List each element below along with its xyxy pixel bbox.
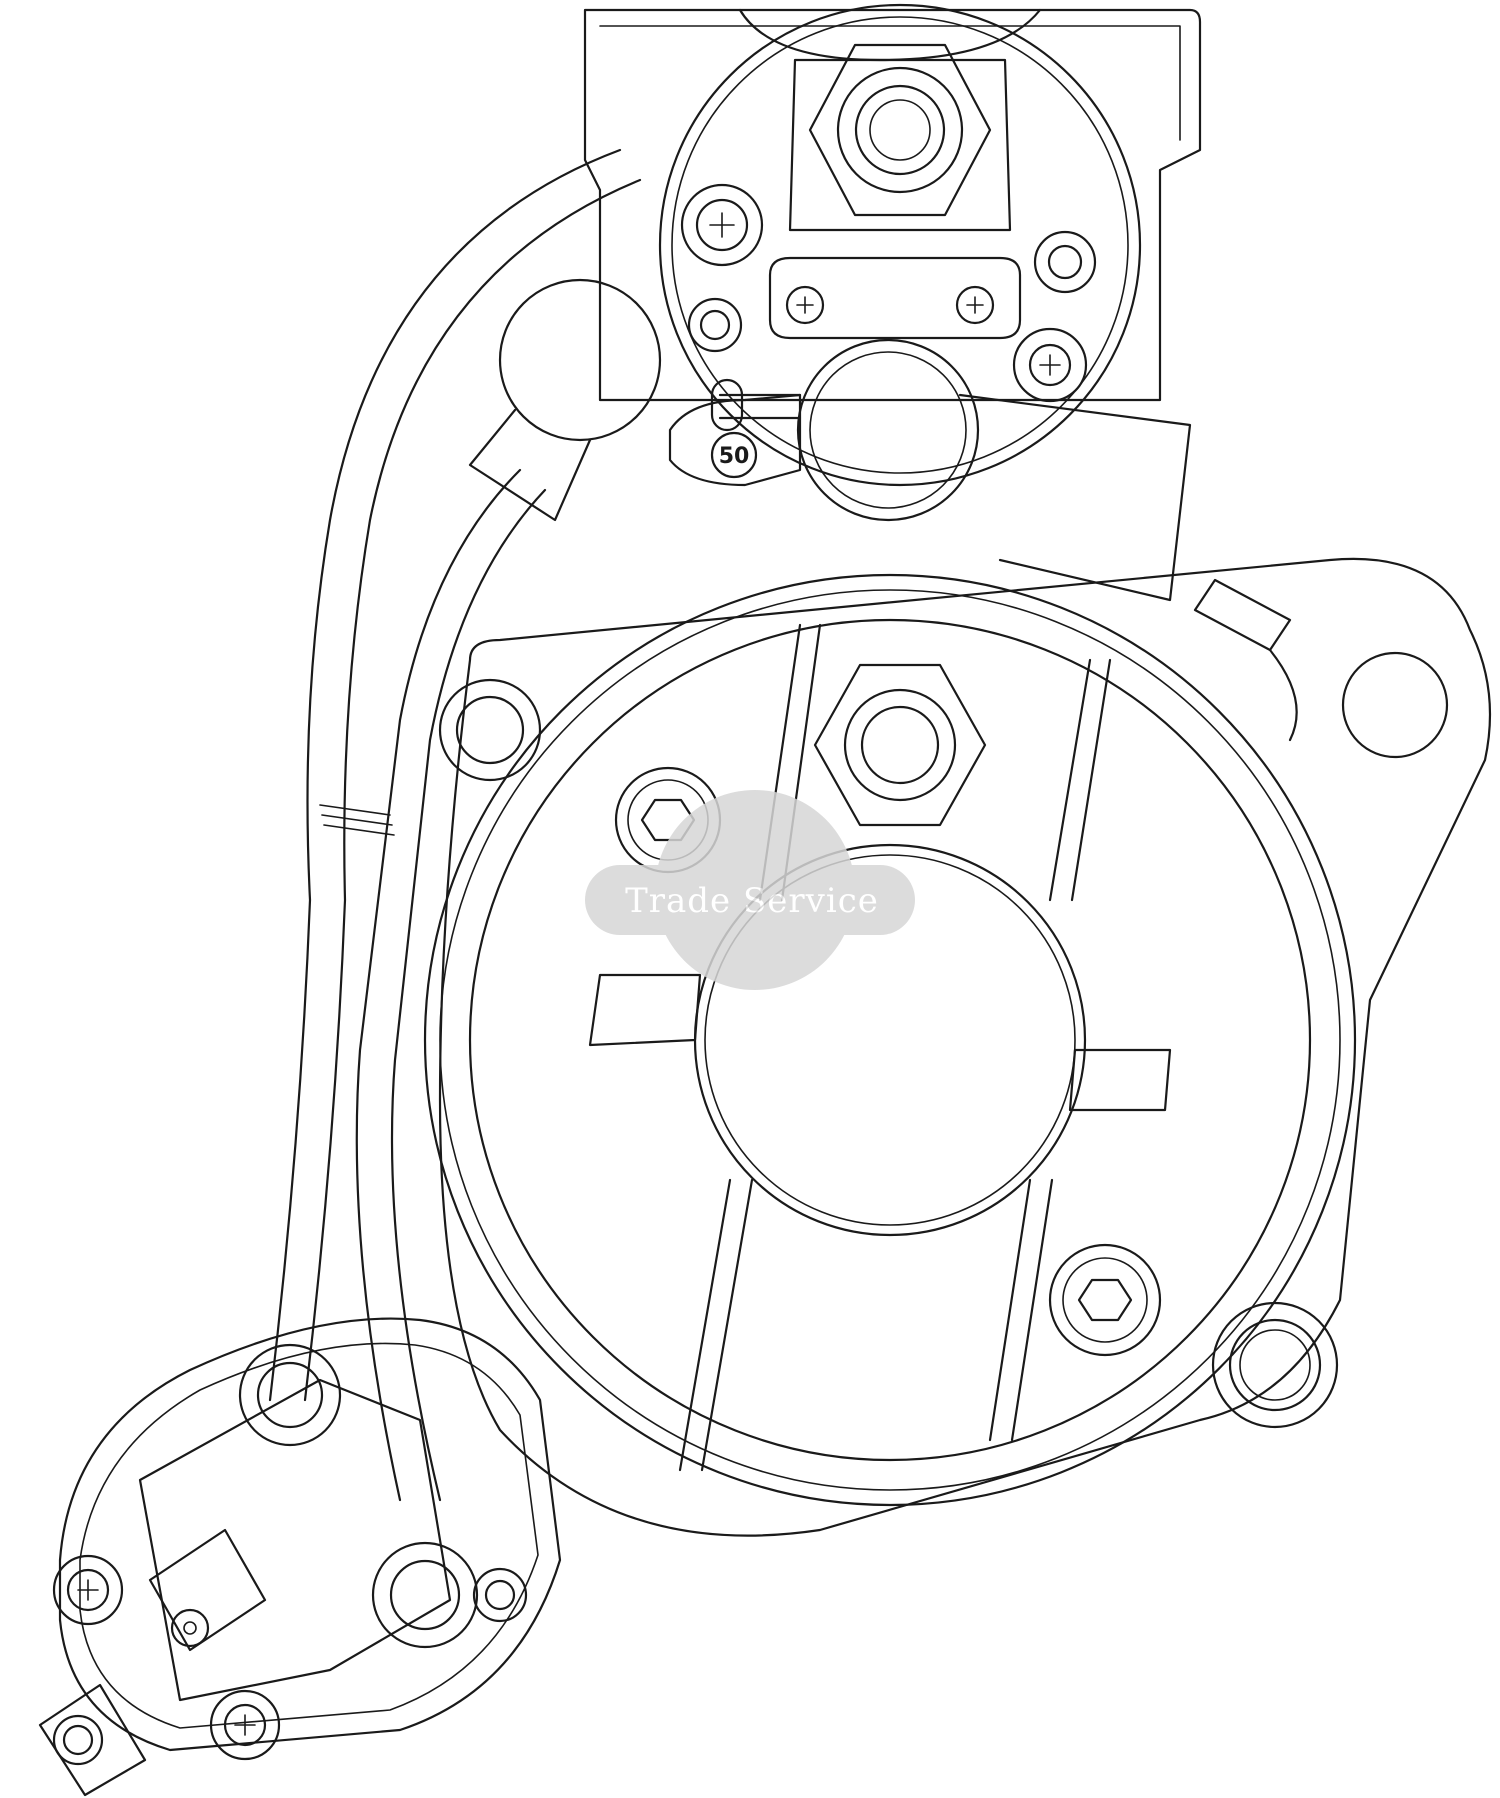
solenoid-housing: [583, 3, 1202, 487]
cable-bundle: [268, 148, 642, 1502]
auxiliary-relay: [58, 1317, 562, 1752]
motor-housing: [423, 573, 1357, 1507]
battery-terminal-stud: [788, 43, 1012, 232]
watermark: Trade Service: [585, 790, 915, 990]
terminal-50-label: 50: [719, 444, 750, 469]
ring-terminal-left: [468, 278, 662, 522]
mounting-hole-top-right: [1341, 651, 1449, 759]
relay-screw-right: [472, 1567, 528, 1623]
watermark-text: Trade Service: [625, 881, 879, 921]
relay-grommet-left: [238, 1343, 342, 1447]
central-bore: [693, 843, 1087, 1237]
housing-ribs: [588, 623, 1172, 1472]
relay-screw-bottom: [209, 1689, 281, 1761]
solenoid-screw-left-lower: [687, 297, 743, 353]
solenoid-screw-left: [680, 183, 764, 267]
hex-bolt-right: [1048, 1243, 1162, 1357]
terminal-50: 50: [668, 393, 802, 487]
solenoid-bracket: [768, 256, 1022, 340]
mounting-hole-left: [438, 678, 542, 782]
mounting-hole-bottom-right: [1211, 1301, 1339, 1429]
solenoid-screw-right-lower: [1012, 327, 1088, 403]
motor-terminal-boot: [710, 338, 1192, 602]
solenoid-screw-right: [1033, 230, 1097, 294]
relay-grommet-right: [371, 1541, 479, 1649]
relay-terminal-tab: [38, 1528, 267, 1797]
housing-nut-top: [813, 663, 987, 827]
relay-screw-left: [52, 1554, 124, 1626]
right-cable-stub: [1193, 578, 1298, 742]
